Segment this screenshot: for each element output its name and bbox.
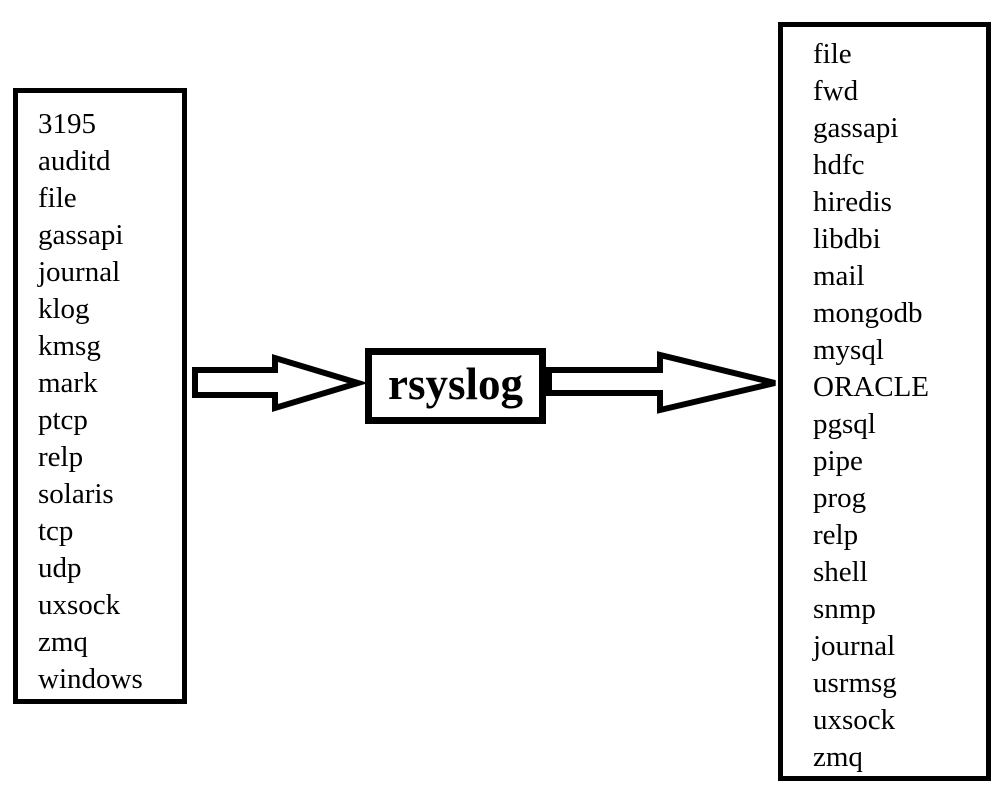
input-module-item: auditd	[38, 145, 111, 177]
core-to-output-arrow-icon	[546, 351, 776, 414]
output-module-item: journal	[813, 630, 896, 662]
output-module-item: fwd	[813, 75, 859, 107]
output-module-item: snmp	[813, 593, 876, 625]
output-module-item: mysql	[813, 334, 884, 366]
input-module-item: gassapi	[38, 219, 124, 251]
input-module-item: file	[38, 182, 77, 214]
rsyslog-label: rsyslog	[388, 358, 523, 409]
input-module-item: udp	[38, 552, 82, 584]
input-to-core-arrow-icon	[192, 353, 365, 413]
input-module-item: ptcp	[38, 404, 88, 436]
output-module-item: mail	[813, 260, 865, 292]
input-module-item: windows	[38, 663, 143, 695]
output-module-item: uxsock	[813, 704, 896, 736]
output-module-item: relp	[813, 519, 859, 551]
output-module-item: zmq	[813, 741, 863, 773]
output-module-item: hiredis	[813, 186, 892, 218]
right-block-arrow-shape	[546, 351, 776, 414]
output-module-item: mongodb	[813, 297, 923, 329]
output-module-item: usrmsg	[813, 667, 897, 699]
input-modules-box: 3195 auditd file gassapi journal klog kmsg mark…	[13, 88, 187, 704]
input-module-item: 3195	[38, 108, 96, 140]
input-module-item: mark	[38, 367, 98, 399]
input-module-item: kmsg	[38, 330, 101, 362]
input-module-item: solaris	[38, 478, 114, 510]
output-module-item: pipe	[813, 445, 863, 477]
output-module-item: gassapi	[813, 112, 899, 144]
input-module-item: uxsock	[38, 589, 121, 621]
output-module-item: prog	[813, 482, 867, 514]
input-module-item: klog	[38, 293, 90, 325]
output-module-item: pgsql	[813, 408, 876, 440]
output-modules-box: file fwd gassapi hdfc hiredis libdbi mail mongo…	[778, 22, 991, 781]
input-module-item: relp	[38, 441, 84, 473]
output-module-item: ORACLE	[813, 371, 929, 403]
input-module-item: zmq	[38, 626, 88, 658]
right-block-arrow-shape	[192, 353, 365, 413]
output-module-item: libdbi	[813, 223, 881, 255]
output-module-item: file	[813, 38, 852, 70]
rsyslog-core-box: rsyslog	[365, 348, 546, 424]
output-module-item: shell	[813, 556, 868, 588]
input-module-item: journal	[38, 256, 121, 288]
output-module-item: hdfc	[813, 149, 865, 181]
input-module-item: tcp	[38, 515, 74, 547]
